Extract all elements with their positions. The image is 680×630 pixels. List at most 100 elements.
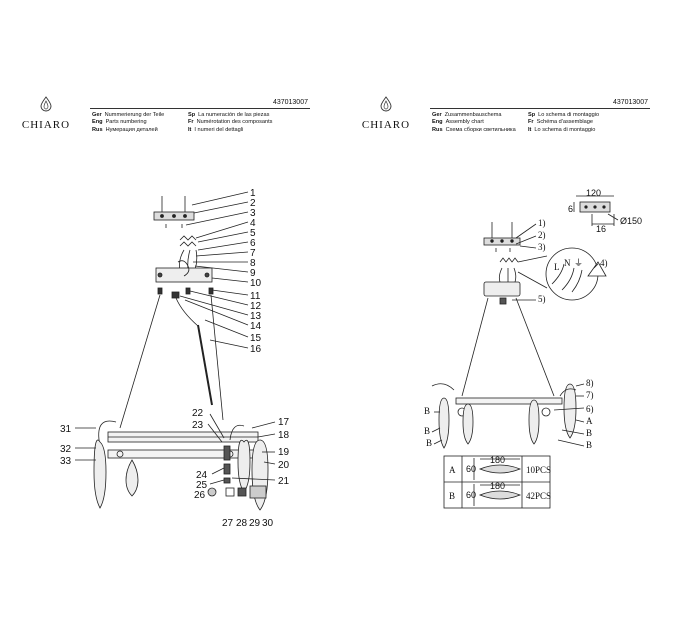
lang-code: It: [188, 126, 192, 133]
lang-code: Eng: [432, 119, 443, 126]
part-number: 27: [222, 518, 234, 529]
leaf-type-label: B: [424, 406, 430, 416]
part-number: 10: [250, 278, 262, 289]
step-label: 4): [600, 258, 608, 268]
part-number: 18: [278, 430, 290, 441]
brand-name: CHIARO: [21, 119, 71, 131]
table-key: B: [449, 491, 455, 501]
legend-text: Nummerierung der Teile: [104, 112, 165, 118]
part-number: 20: [278, 460, 290, 471]
part-number: 33: [60, 456, 72, 467]
leaf-type-label: A: [586, 416, 593, 426]
step-label: 3): [538, 242, 546, 252]
part-number: 8: [250, 258, 256, 269]
table-width: 180: [490, 455, 505, 465]
lang-code: Rus: [92, 126, 103, 133]
part-number: 32: [60, 444, 72, 455]
leaf-type-label: B: [586, 428, 592, 438]
step-label: 6): [586, 404, 594, 414]
lang-code: Ger: [92, 112, 102, 118]
lang-code: Sp: [528, 112, 536, 118]
assembly-drawing: 120 6 16 Ø150 1) 2) 3) 4) 5) 6) 7) 8) L …: [424, 188, 642, 509]
dimension-label: Ø150: [620, 216, 642, 226]
table-key: A: [449, 465, 456, 475]
legend-text: Schéma d'assemblage: [536, 119, 594, 126]
part-number: 14: [250, 321, 262, 332]
dimension-label: 16: [596, 224, 606, 234]
lang-code: Eng: [92, 119, 103, 126]
part-number: 7: [250, 248, 256, 259]
header-divider: [430, 108, 650, 109]
legend-text: La numeración de las piezas: [198, 112, 270, 118]
lang-code: Rus: [432, 126, 443, 133]
part-number: 13: [250, 311, 262, 322]
legend-text: Нумерация деталей: [105, 126, 158, 133]
part-number: 26: [194, 490, 206, 501]
step-label: 7): [586, 390, 594, 400]
part-number: 25: [196, 480, 208, 491]
part-number: 4: [250, 218, 256, 229]
legend-text: Zusammenbauschema: [444, 112, 502, 118]
legend-text: Lo schema di montaggio: [534, 126, 596, 133]
lang-code: Fr: [528, 119, 534, 126]
dimension-label: 6: [568, 204, 573, 214]
legend-text: Parts numbering: [105, 119, 147, 126]
part-number: 21: [278, 476, 290, 487]
legend-text: Lo schema di montaggio: [538, 112, 600, 118]
part-number: 31: [60, 424, 72, 435]
step-label: 5): [538, 294, 546, 304]
part-number: 12: [250, 301, 262, 312]
part-number: 15: [250, 333, 262, 344]
table-height: 60: [466, 490, 476, 500]
table-qty: 10PCS: [526, 465, 551, 475]
part-number: 6: [250, 238, 256, 249]
legend-text: Numérotation des composants: [196, 119, 273, 126]
part-number: 29: [249, 518, 261, 529]
brand-name: CHIARO: [361, 119, 411, 131]
lang-code: It: [528, 126, 532, 133]
table-height: 60: [466, 464, 476, 474]
part-number: 22: [192, 408, 204, 419]
part-number: 2: [250, 198, 256, 209]
product-code: 437013007: [272, 99, 308, 106]
leaf-type-label: B: [426, 438, 432, 448]
part-number: 24: [196, 470, 208, 481]
step-label: 1): [538, 218, 546, 228]
part-number: 28: [236, 518, 248, 529]
dimension-label: 120: [586, 188, 601, 198]
lang-code: Ger: [432, 112, 442, 118]
lang-code: Sp: [188, 112, 196, 118]
part-number: 23: [192, 420, 204, 431]
earth-icon: ⏚: [574, 258, 583, 268]
legend-text: Схема сборки светильника: [445, 126, 516, 133]
part-number: 11: [250, 291, 261, 302]
leaf-type-label: B: [586, 440, 592, 450]
step-label: 8): [586, 378, 594, 388]
wire-label-l: L: [554, 262, 560, 272]
table-qty: 42PCS: [526, 491, 551, 501]
part-number: 3: [250, 208, 256, 219]
part-number: 1: [250, 188, 256, 199]
table-width: 180: [490, 481, 505, 491]
part-number: 17: [278, 417, 290, 428]
brand-block: CHIARO: [356, 96, 416, 131]
legend-text: Assembly chart: [445, 119, 484, 126]
brand-block: CHIARO: [16, 96, 76, 131]
part-number: 19: [278, 447, 290, 458]
wire-label-n: N: [564, 258, 571, 268]
legend-text: I numeri del dettagli: [194, 126, 244, 133]
part-number: 30: [262, 518, 274, 529]
lang-code: Fr: [188, 119, 194, 126]
exploded-parts-drawing: 1 2 3 4 5 6 7 8 9 10 11 12 13 14 15 16 1…: [60, 188, 290, 529]
step-label: 2): [538, 230, 546, 240]
leaf-type-label: B: [424, 426, 430, 436]
